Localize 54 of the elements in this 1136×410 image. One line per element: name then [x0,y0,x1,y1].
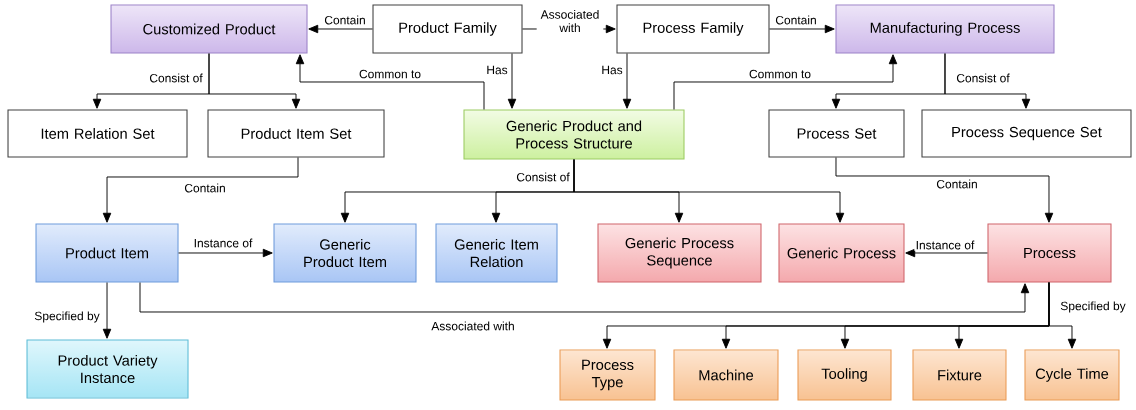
structure-box: Generic Product and Process Structure [463,109,685,160]
edge-label: Common to [357,68,423,80]
arrow [507,53,517,109]
arrow [622,53,632,109]
product-process-box: Customized Product [110,4,308,54]
product-item-box: Generic Product Item [273,223,417,283]
edge-label: Consist of [515,171,571,183]
variety-box: Product Variety Instance [26,339,189,399]
attribute-box: Cycle Time [1024,349,1120,401]
arrow [139,282,1030,313]
edge-label: Consist of [955,72,1011,84]
arrow [769,24,835,34]
arrow [102,157,299,223]
product-item-box: Product Item [35,223,179,283]
edge-label: Contain [935,178,979,190]
edge-label: Has [485,64,509,76]
attribute-box: Machine [673,349,779,401]
arrow [295,54,485,110]
arrow [178,248,273,258]
arrow [208,53,301,109]
concept-box: Product Item Set [207,109,385,158]
arrow [944,53,1031,109]
attribute-box: Process Type [559,349,656,401]
arrow [1048,282,1077,349]
edge-label: Specified by [33,310,102,324]
process-box: Generic Process [778,223,905,283]
edge-label: Associated with [430,320,517,332]
edge-label: Instance of [914,239,976,251]
edge-label: Common to [747,68,813,80]
edge-label: Consist of [148,72,204,84]
process-box: Process [987,223,1112,283]
attribute-box: Tooling [797,349,892,401]
arrow [573,159,845,223]
arrow [673,54,898,110]
concept-box: Process Set [768,109,905,158]
concept-box: Process Family [616,4,770,54]
arrow [835,157,1054,223]
concept-box: Item Relation Set [7,109,188,158]
process-box: Generic Process Sequence [597,223,762,283]
product-item-box: Generic Item Relation [435,223,558,283]
edge-label: Instance of [192,237,254,249]
attribute-box: Fixture [912,349,1007,401]
edge-label: Has [600,64,624,76]
edge-label: Associated with [536,8,604,34]
arrow [905,248,988,258]
edge-label: Specified by [1058,300,1127,314]
edge-label: Contain [774,14,818,26]
edge-label: Contain [183,182,227,194]
arrow [102,282,112,339]
concept-box: Product Family [372,4,523,54]
edge-label: Contain [323,14,367,26]
product-process-box: Manufacturing Process [835,4,1055,54]
arrow [308,24,373,34]
concept-box: Process Sequence Set [921,109,1132,158]
